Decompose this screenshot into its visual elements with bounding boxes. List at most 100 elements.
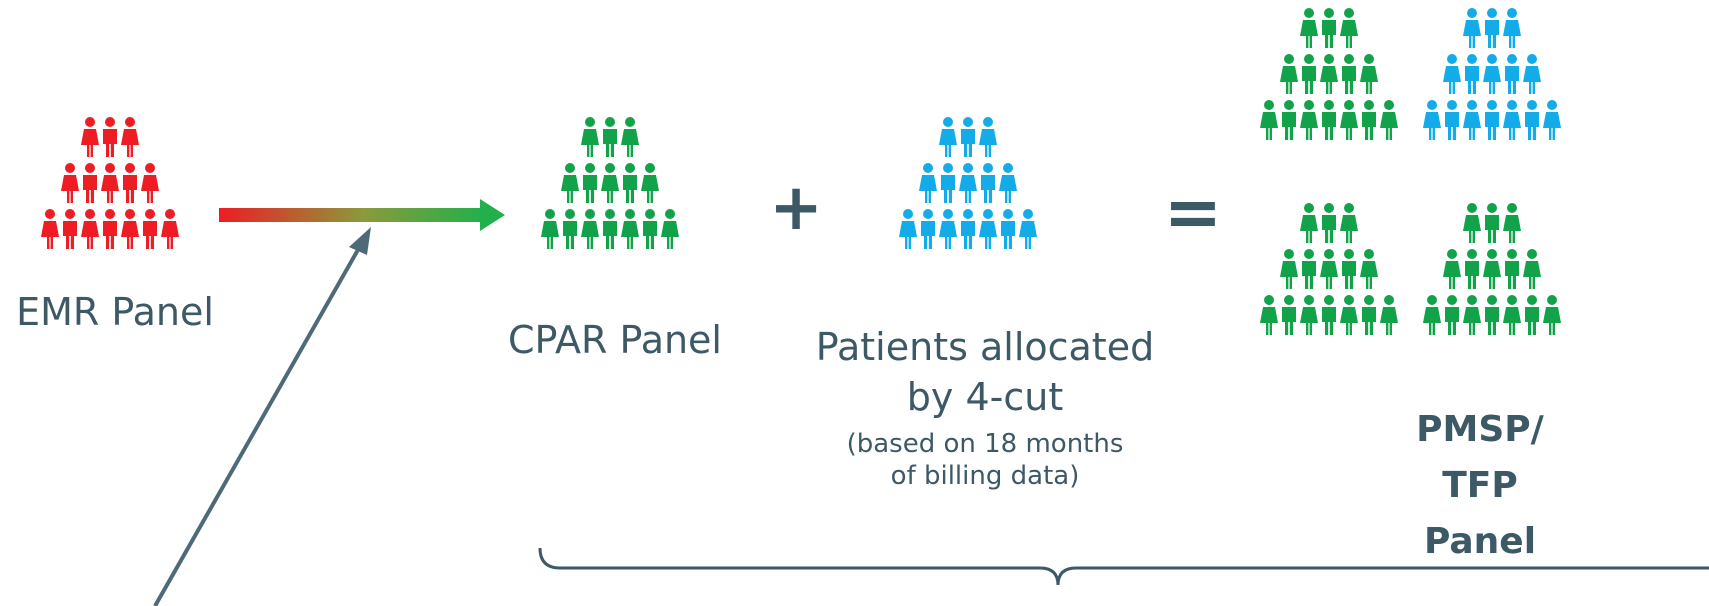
person-icon (1525, 100, 1539, 140)
person-icon (603, 209, 617, 249)
person-icon (1483, 249, 1501, 289)
result-label-line2: Panel (1423, 521, 1537, 562)
result-label-line1: PMSP/ TFP (1416, 409, 1544, 506)
person-icon (41, 209, 59, 249)
result-people-icon-3 (1260, 203, 1398, 335)
person-icon (919, 163, 937, 203)
person-icon (621, 117, 639, 157)
result-people-icon-1 (1260, 8, 1398, 140)
cpar-panel-label: CPAR Panel (507, 318, 722, 362)
allocated-patients-people-icon (899, 117, 1037, 249)
person-icon (1322, 295, 1336, 335)
person-icon (121, 117, 139, 157)
person-icon (1300, 295, 1318, 335)
person-icon (583, 163, 597, 203)
person-icon (939, 117, 957, 157)
person-icon (1445, 295, 1459, 335)
person-icon (161, 209, 179, 249)
plus-operator: + (769, 171, 823, 245)
person-icon (1282, 295, 1296, 335)
person-icon (1302, 249, 1316, 289)
person-icon (123, 163, 137, 203)
person-icon (1280, 249, 1298, 289)
person-icon (979, 117, 997, 157)
person-icon (899, 209, 917, 249)
person-icon (961, 117, 975, 157)
person-icon (1340, 203, 1358, 243)
person-icon (1463, 8, 1481, 48)
person-icon (621, 209, 639, 249)
equals-operator: = (1164, 171, 1223, 253)
person-icon (1342, 54, 1356, 94)
person-icon (1525, 295, 1539, 335)
person-icon (1322, 100, 1336, 140)
person-icon (1302, 54, 1316, 94)
person-icon (641, 163, 659, 203)
person-icon (1260, 295, 1278, 335)
person-icon (1340, 8, 1358, 48)
person-icon (1282, 100, 1296, 140)
person-icon (1423, 295, 1441, 335)
person-icon (1380, 295, 1398, 335)
person-icon (1503, 203, 1521, 243)
person-icon (959, 163, 977, 203)
person-icon (1485, 203, 1499, 243)
person-icon (1523, 54, 1541, 94)
person-icon (961, 209, 975, 249)
person-icon (1463, 203, 1481, 243)
person-icon (103, 117, 117, 157)
allocated-label-line1: Patients allocated (815, 325, 1155, 369)
person-icon (979, 209, 997, 249)
person-icon (1463, 295, 1481, 335)
person-icon (1340, 100, 1358, 140)
person-icon (83, 163, 97, 203)
person-icon (1362, 295, 1376, 335)
person-icon (81, 117, 99, 157)
person-icon (1360, 54, 1378, 94)
person-icon (1503, 8, 1521, 48)
cpar-panel-people-icon (541, 117, 679, 249)
person-icon (941, 163, 955, 203)
allocated-note-line1: (based on 18 months (846, 429, 1124, 459)
person-icon (103, 209, 117, 249)
person-icon (1340, 295, 1358, 335)
person-icon (581, 117, 599, 157)
person-icon (1019, 209, 1037, 249)
person-icon (1465, 54, 1479, 94)
person-icon (1523, 249, 1541, 289)
person-icon (561, 163, 579, 203)
person-icon (1322, 8, 1336, 48)
person-icon (1423, 100, 1441, 140)
person-icon (661, 209, 679, 249)
person-icon (1300, 100, 1318, 140)
person-icon (1485, 100, 1499, 140)
emr-panel-label: EMR Panel (16, 290, 214, 334)
person-icon (643, 209, 657, 249)
person-icon (121, 209, 139, 249)
person-icon (61, 163, 79, 203)
person-icon (63, 209, 77, 249)
person-icon (1543, 100, 1561, 140)
person-icon (81, 209, 99, 249)
person-icon (1445, 100, 1459, 140)
person-icon (939, 209, 957, 249)
person-icon (1300, 8, 1318, 48)
pointer-arrow (153, 227, 371, 606)
person-icon (1443, 249, 1461, 289)
person-icon (541, 209, 559, 249)
result-people-icon-2 (1423, 8, 1561, 140)
emr-panel-people-icon (41, 117, 179, 249)
person-icon (1485, 295, 1499, 335)
person-icon (101, 163, 119, 203)
person-icon (1443, 54, 1461, 94)
person-icon (141, 163, 159, 203)
person-icon (1320, 54, 1338, 94)
person-icon (1485, 8, 1499, 48)
allocated-note-line2: of billing data) (890, 461, 1080, 491)
person-icon (1342, 249, 1356, 289)
person-icon (1543, 295, 1561, 335)
person-icon (1360, 249, 1378, 289)
person-icon (1300, 203, 1318, 243)
person-icon (999, 163, 1017, 203)
